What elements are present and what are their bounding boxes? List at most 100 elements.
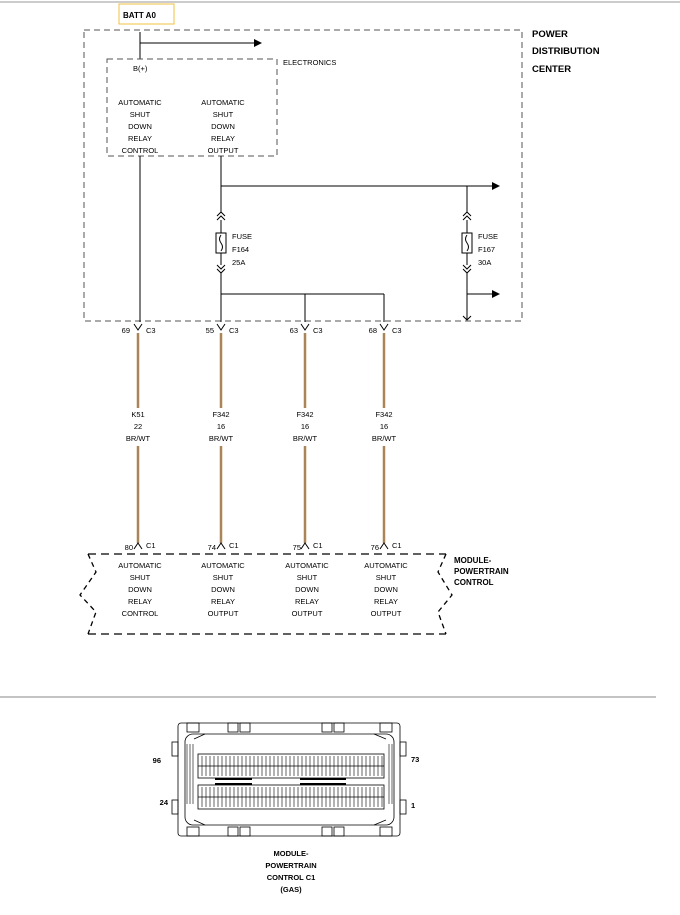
pcm-pin-number: 80 bbox=[125, 543, 133, 552]
label-line: CONTROL bbox=[122, 609, 159, 618]
pcm-title: MODULE- POWERTRAIN CONTROL bbox=[454, 556, 509, 587]
caption-line: MODULE- bbox=[274, 849, 309, 858]
caption-line: POWERTRAIN bbox=[265, 861, 316, 870]
pcm-pin-number: 76 bbox=[371, 543, 379, 552]
pdc-title-line: DISTRIBUTION bbox=[532, 46, 600, 57]
wire-gauge: 16 bbox=[380, 422, 388, 431]
label-line: CONTROL bbox=[122, 146, 159, 155]
pcm-conn-label: C1 bbox=[146, 541, 156, 550]
pcm-title-line: MODULE- bbox=[454, 556, 492, 565]
label-line: SHUT bbox=[130, 110, 151, 119]
pcm-terminal bbox=[216, 542, 226, 550]
pcm-conn-label: C1 bbox=[392, 541, 402, 550]
wire-circuit: F342 bbox=[375, 410, 392, 419]
fuse-b-term bbox=[462, 315, 472, 321]
pdc-conn-label: C3 bbox=[146, 326, 156, 335]
wire-label-bg bbox=[118, 408, 158, 446]
caption-line: CONTROL C1 bbox=[267, 873, 316, 882]
label-line: AUTOMATIC bbox=[201, 98, 245, 107]
pdc-conn-label: C3 bbox=[229, 326, 239, 335]
pcm-outline bbox=[79, 553, 453, 635]
electronics-box bbox=[106, 58, 278, 157]
pdc-pin-number: 69 bbox=[122, 326, 130, 335]
label-line: AUTOMATIC bbox=[285, 561, 329, 570]
fuse-a-label: FUSE bbox=[232, 232, 252, 241]
label-line: RELAY bbox=[211, 134, 235, 143]
wire-gauge: 16 bbox=[301, 422, 309, 431]
wire-color: BR/WT bbox=[293, 434, 318, 443]
pcm-title-line: CONTROL bbox=[454, 578, 494, 587]
wire-label-bg bbox=[364, 408, 404, 446]
pdc-conn-label: C3 bbox=[392, 326, 402, 335]
fuse-b-symbol bbox=[461, 211, 473, 274]
label-line: SHUT bbox=[297, 573, 318, 582]
pcm-function-1: AUTOMATIC SHUT DOWN RELAY CONTROL bbox=[118, 561, 162, 618]
pcm-conn-label: C1 bbox=[313, 541, 323, 550]
label-line: OUTPUT bbox=[371, 609, 402, 618]
label-line: RELAY bbox=[128, 597, 152, 606]
wire-color: BR/WT bbox=[209, 434, 234, 443]
label-line: RELAY bbox=[295, 597, 319, 606]
batt-label: BATT A0 bbox=[123, 11, 156, 20]
pdc-terminal bbox=[216, 323, 226, 331]
fuse-a-id: F164 bbox=[232, 245, 249, 254]
pcm-function-3: AUTOMATIC SHUT DOWN RELAY OUTPUT bbox=[285, 561, 329, 618]
wire-gauge: 16 bbox=[217, 422, 225, 431]
pdc-pin-number: 55 bbox=[206, 326, 214, 335]
pcm-terminal bbox=[133, 542, 143, 550]
pdc-title: POWER DISTRIBUTION CENTER bbox=[532, 29, 600, 75]
wire-column-2: 55 C3 F342 16 BR/WT 74 C1 bbox=[201, 323, 241, 552]
pcm-c1-connector-view bbox=[171, 722, 407, 837]
connector-pin-96: 96 bbox=[153, 756, 161, 765]
label-line: AUTOMATIC bbox=[118, 98, 162, 107]
wire-label-bg bbox=[201, 408, 241, 446]
wire-circuit: F342 bbox=[212, 410, 229, 419]
fuse-b-id: F167 bbox=[478, 245, 495, 254]
pcm-terminal bbox=[300, 542, 310, 550]
batt-label-box bbox=[118, 3, 175, 25]
connector-pin-24: 24 bbox=[160, 798, 169, 807]
wire-gauge: 22 bbox=[134, 422, 142, 431]
label-line: AUTOMATIC bbox=[118, 561, 162, 570]
label-line: AUTOMATIC bbox=[201, 561, 245, 570]
label-line: SHUT bbox=[213, 573, 234, 582]
label-line: SHUT bbox=[376, 573, 397, 582]
pcm-conn-label: C1 bbox=[229, 541, 239, 550]
wire-column-4: 68 C3 F342 16 BR/WT 76 C1 bbox=[364, 323, 404, 552]
pcm-pin-number: 75 bbox=[293, 543, 301, 552]
wire-column-1: 69 C3 K51 22 BR/WT 80 C1 bbox=[118, 323, 158, 552]
label-line: RELAY bbox=[128, 134, 152, 143]
label-line: RELAY bbox=[211, 597, 235, 606]
pcm-function-2: AUTOMATIC SHUT DOWN RELAY OUTPUT bbox=[201, 561, 245, 618]
pdc-pin-number: 63 bbox=[290, 326, 298, 335]
label-line: SHUT bbox=[213, 110, 234, 119]
connector-caption: MODULE- POWERTRAIN CONTROL C1 (GAS) bbox=[265, 849, 316, 894]
pdc-terminal bbox=[300, 323, 310, 331]
fuse-b-rating: 30A bbox=[478, 258, 491, 267]
label-line: OUTPUT bbox=[292, 609, 323, 618]
fuse-b-label: FUSE bbox=[478, 232, 498, 241]
pdc-conn-label: C3 bbox=[313, 326, 323, 335]
wire-color: BR/WT bbox=[372, 434, 397, 443]
label-line: DOWN bbox=[295, 585, 319, 594]
label-line: AUTOMATIC bbox=[364, 561, 408, 570]
asd-control-label: AUTOMATIC SHUT DOWN RELAY CONTROL bbox=[118, 98, 162, 155]
asd-output-label: AUTOMATIC SHUT DOWN RELAY OUTPUT bbox=[201, 98, 245, 155]
pdc-title-line: CENTER bbox=[532, 64, 571, 75]
label-line: DOWN bbox=[211, 122, 235, 131]
bplus-label: B(+) bbox=[133, 64, 148, 73]
fuse-a-symbol bbox=[215, 211, 227, 274]
label-line: DOWN bbox=[128, 122, 152, 131]
wire-circuit: F342 bbox=[296, 410, 313, 419]
wire-column-3: 63 C3 F342 16 BR/WT 75 C1 bbox=[285, 323, 325, 552]
pcm-title-line: POWERTRAIN bbox=[454, 567, 509, 576]
label-line: DOWN bbox=[211, 585, 235, 594]
label-line: SHUT bbox=[130, 573, 151, 582]
label-line: DOWN bbox=[128, 585, 152, 594]
pdc-pin-number: 68 bbox=[369, 326, 377, 335]
pdc-terminal bbox=[379, 323, 389, 331]
pcm-terminal bbox=[379, 542, 389, 550]
label-line: OUTPUT bbox=[208, 609, 239, 618]
label-line: RELAY bbox=[374, 597, 398, 606]
